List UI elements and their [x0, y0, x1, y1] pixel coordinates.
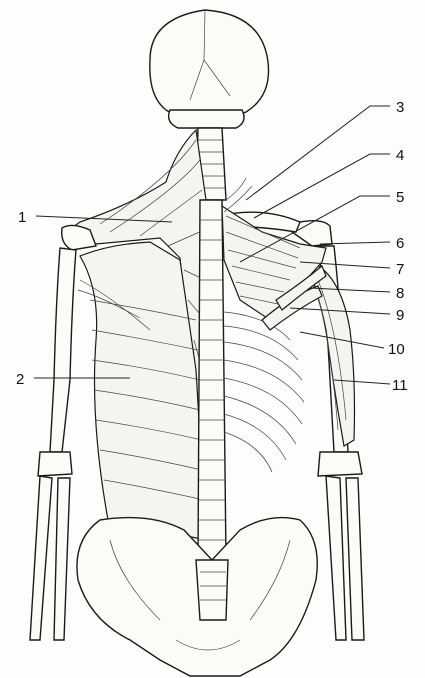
label-2: 2	[16, 371, 24, 388]
label-5: 5	[396, 189, 404, 206]
pelvis	[77, 518, 317, 676]
label-3: 3	[396, 99, 404, 116]
label-1: 1	[18, 209, 26, 226]
spine	[198, 200, 226, 560]
leader-line-4	[254, 154, 390, 218]
left-arm	[30, 248, 76, 640]
label-7: 7	[396, 261, 404, 278]
label-9: 9	[396, 307, 404, 324]
ribs	[224, 312, 304, 472]
label-6: 6	[396, 235, 404, 252]
skull	[150, 10, 269, 128]
scapular-muscles	[222, 178, 326, 330]
label-11: 11	[392, 377, 408, 394]
label-4: 4	[396, 147, 404, 164]
label-8: 8	[396, 285, 404, 302]
label-10: 10	[388, 341, 405, 358]
leader-line-3	[246, 106, 390, 200]
